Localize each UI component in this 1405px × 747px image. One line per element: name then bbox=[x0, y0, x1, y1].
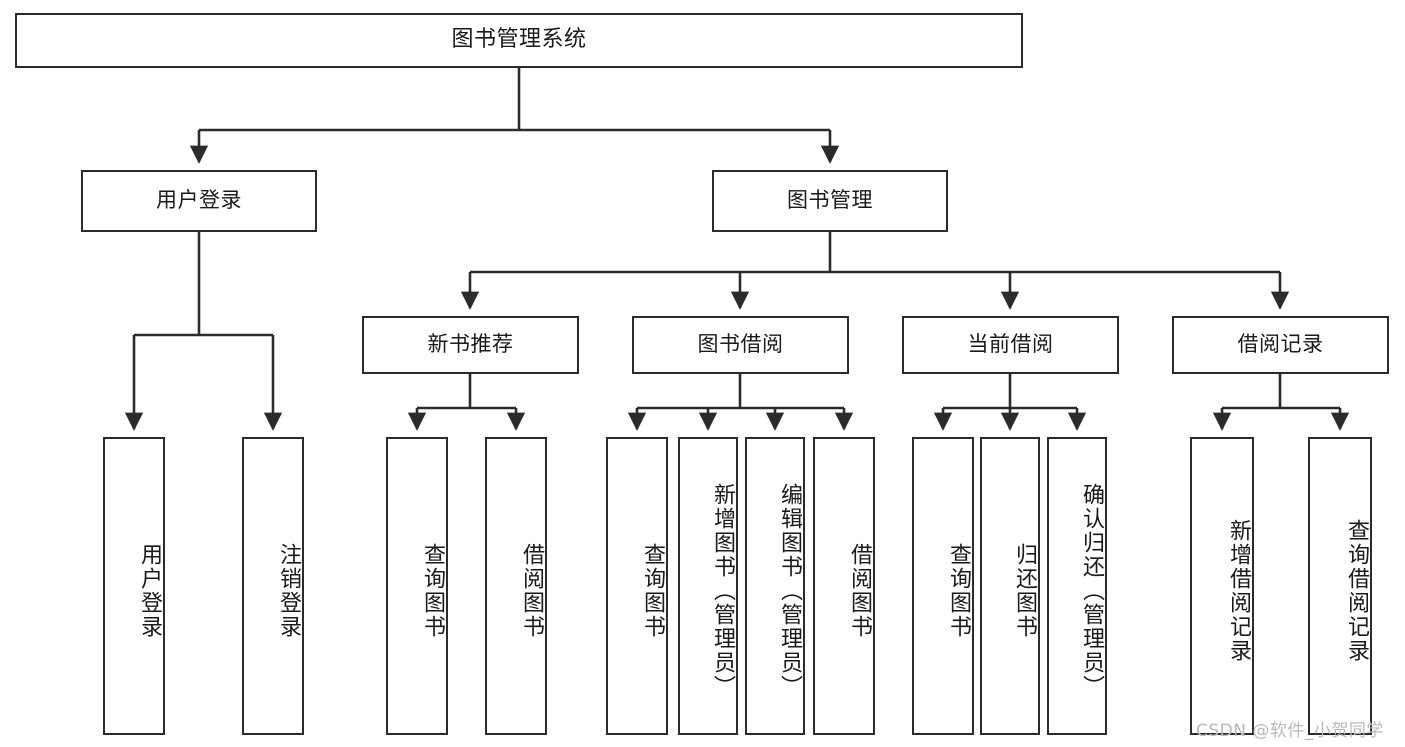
leaf-borrow-book-rec[interactable]: 借阅图书 bbox=[485, 437, 547, 735]
leaf-label: 查询借阅记录 bbox=[1344, 519, 1369, 663]
leaf-query-borrow-record[interactable]: 查询借阅记录 bbox=[1308, 437, 1372, 735]
node-book-borrow-label: 图书借阅 bbox=[697, 332, 784, 357]
leaf-borrow-book[interactable]: 借阅图书 bbox=[813, 437, 875, 735]
leaf-query-book-current[interactable]: 查询图书 bbox=[912, 437, 974, 735]
node-user-login[interactable]: 用户登录 bbox=[81, 170, 317, 232]
leaf-query-book-borrow[interactable]: 查询图书 bbox=[606, 437, 668, 735]
leaf-add-book-admin[interactable]: 新增图书（管理员） bbox=[678, 437, 738, 735]
leaf-label: 新增借阅记录 bbox=[1226, 519, 1251, 663]
node-book-borrow[interactable]: 图书借阅 bbox=[632, 316, 849, 374]
node-user-login-label: 用户登录 bbox=[156, 188, 242, 213]
node-book-management-label: 图书管理 bbox=[787, 188, 873, 213]
leaf-label: 归还图书 bbox=[1012, 543, 1037, 639]
node-new-book-recommend[interactable]: 新书推荐 bbox=[362, 316, 579, 374]
leaf-label: 借阅图书 bbox=[847, 543, 872, 639]
leaf-label: 查询图书 bbox=[640, 543, 665, 639]
leaf-edit-book-admin[interactable]: 编辑图书（管理员） bbox=[745, 437, 805, 735]
node-root-label: 图书管理系统 bbox=[451, 27, 587, 53]
node-new-book-recommend-label: 新书推荐 bbox=[427, 332, 514, 357]
leaf-label: 查询图书 bbox=[946, 543, 971, 639]
leaf-logout-login[interactable]: 注销登录 bbox=[242, 437, 304, 735]
leaf-label: 查询图书 bbox=[420, 543, 445, 639]
leaf-label: 借阅图书 bbox=[519, 543, 544, 639]
node-borrow-record-label: 借阅记录 bbox=[1237, 332, 1324, 357]
node-current-borrow[interactable]: 当前借阅 bbox=[902, 316, 1119, 374]
leaf-label: 注销登录 bbox=[276, 543, 301, 639]
node-book-management[interactable]: 图书管理 bbox=[712, 170, 948, 232]
node-current-borrow-label: 当前借阅 bbox=[967, 332, 1054, 357]
node-root[interactable]: 图书管理系统 bbox=[15, 13, 1023, 68]
leaf-label: 用户登录 bbox=[137, 543, 162, 639]
leaf-return-book[interactable]: 归还图书 bbox=[980, 437, 1040, 735]
leaf-confirm-return-admin[interactable]: 确认归还（管理员） bbox=[1047, 437, 1107, 735]
leaf-label: 确认归还（管理员） bbox=[1079, 483, 1104, 699]
leaf-label: 新增图书（管理员） bbox=[710, 483, 735, 699]
leaf-user-login[interactable]: 用户登录 bbox=[103, 437, 165, 735]
leaf-query-book-rec[interactable]: 查询图书 bbox=[386, 437, 448, 735]
node-borrow-record[interactable]: 借阅记录 bbox=[1172, 316, 1389, 374]
leaf-add-borrow-record[interactable]: 新增借阅记录 bbox=[1190, 437, 1254, 735]
leaf-label: 编辑图书（管理员） bbox=[777, 483, 802, 699]
